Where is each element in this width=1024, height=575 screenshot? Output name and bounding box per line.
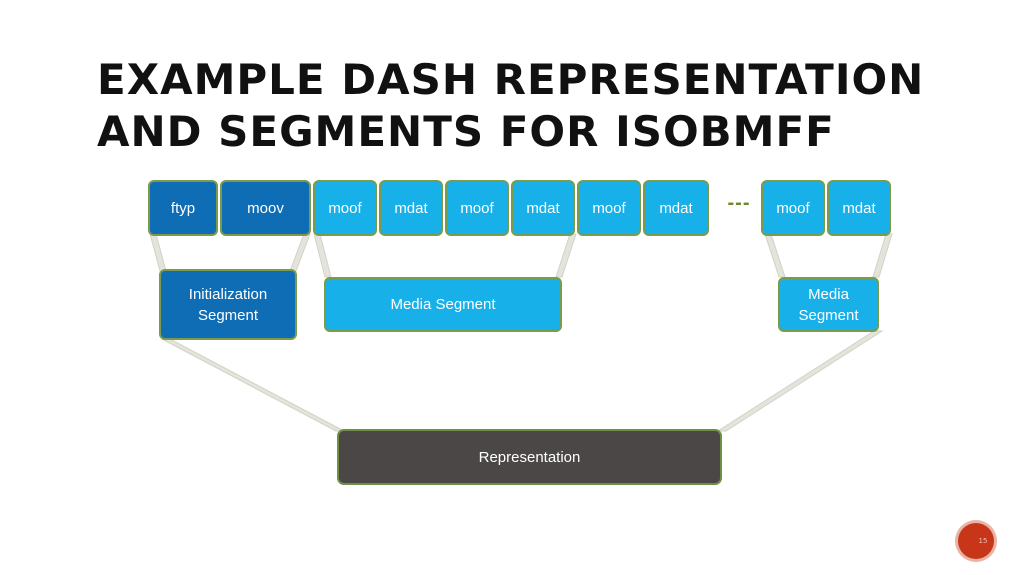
box-mdat-3: mdat xyxy=(643,180,709,236)
connector-media2-left xyxy=(764,233,786,278)
connector-init-right xyxy=(289,233,311,272)
box-moof-2: moof xyxy=(445,180,509,236)
media-segment-1: Media Segment xyxy=(324,277,562,332)
box-mdat-1: mdat xyxy=(379,180,443,236)
box-moof-4: moof xyxy=(761,180,825,236)
connector-rep-left xyxy=(161,338,345,432)
representation-box: Representation xyxy=(337,429,722,485)
page-number: 15 xyxy=(978,537,988,545)
connector-media1-left xyxy=(313,233,332,278)
slide-title: EXAMPLE DASH REPRESENTATION AND SEGMENTS… xyxy=(97,55,925,156)
box-moov: moov xyxy=(220,180,311,236)
box-ftyp: ftyp xyxy=(148,180,218,236)
box-moof-3: moof xyxy=(577,180,641,236)
initialization-segment: Initialization Segment xyxy=(159,269,297,340)
connector-init-left xyxy=(149,233,167,272)
box-mdat-4: mdat xyxy=(827,180,891,236)
connector-rep-right xyxy=(716,330,884,432)
connector-media1-right xyxy=(555,233,577,278)
media-segment-2: Media Segment xyxy=(778,277,879,332)
box-moof-1: moof xyxy=(313,180,377,236)
top-accent-bar xyxy=(0,0,1024,6)
connector-media2-right xyxy=(872,233,893,278)
page-number-badge: 15 xyxy=(958,523,994,559)
box-mdat-2: mdat xyxy=(511,180,575,236)
ellipsis-separator: --- xyxy=(727,192,751,214)
